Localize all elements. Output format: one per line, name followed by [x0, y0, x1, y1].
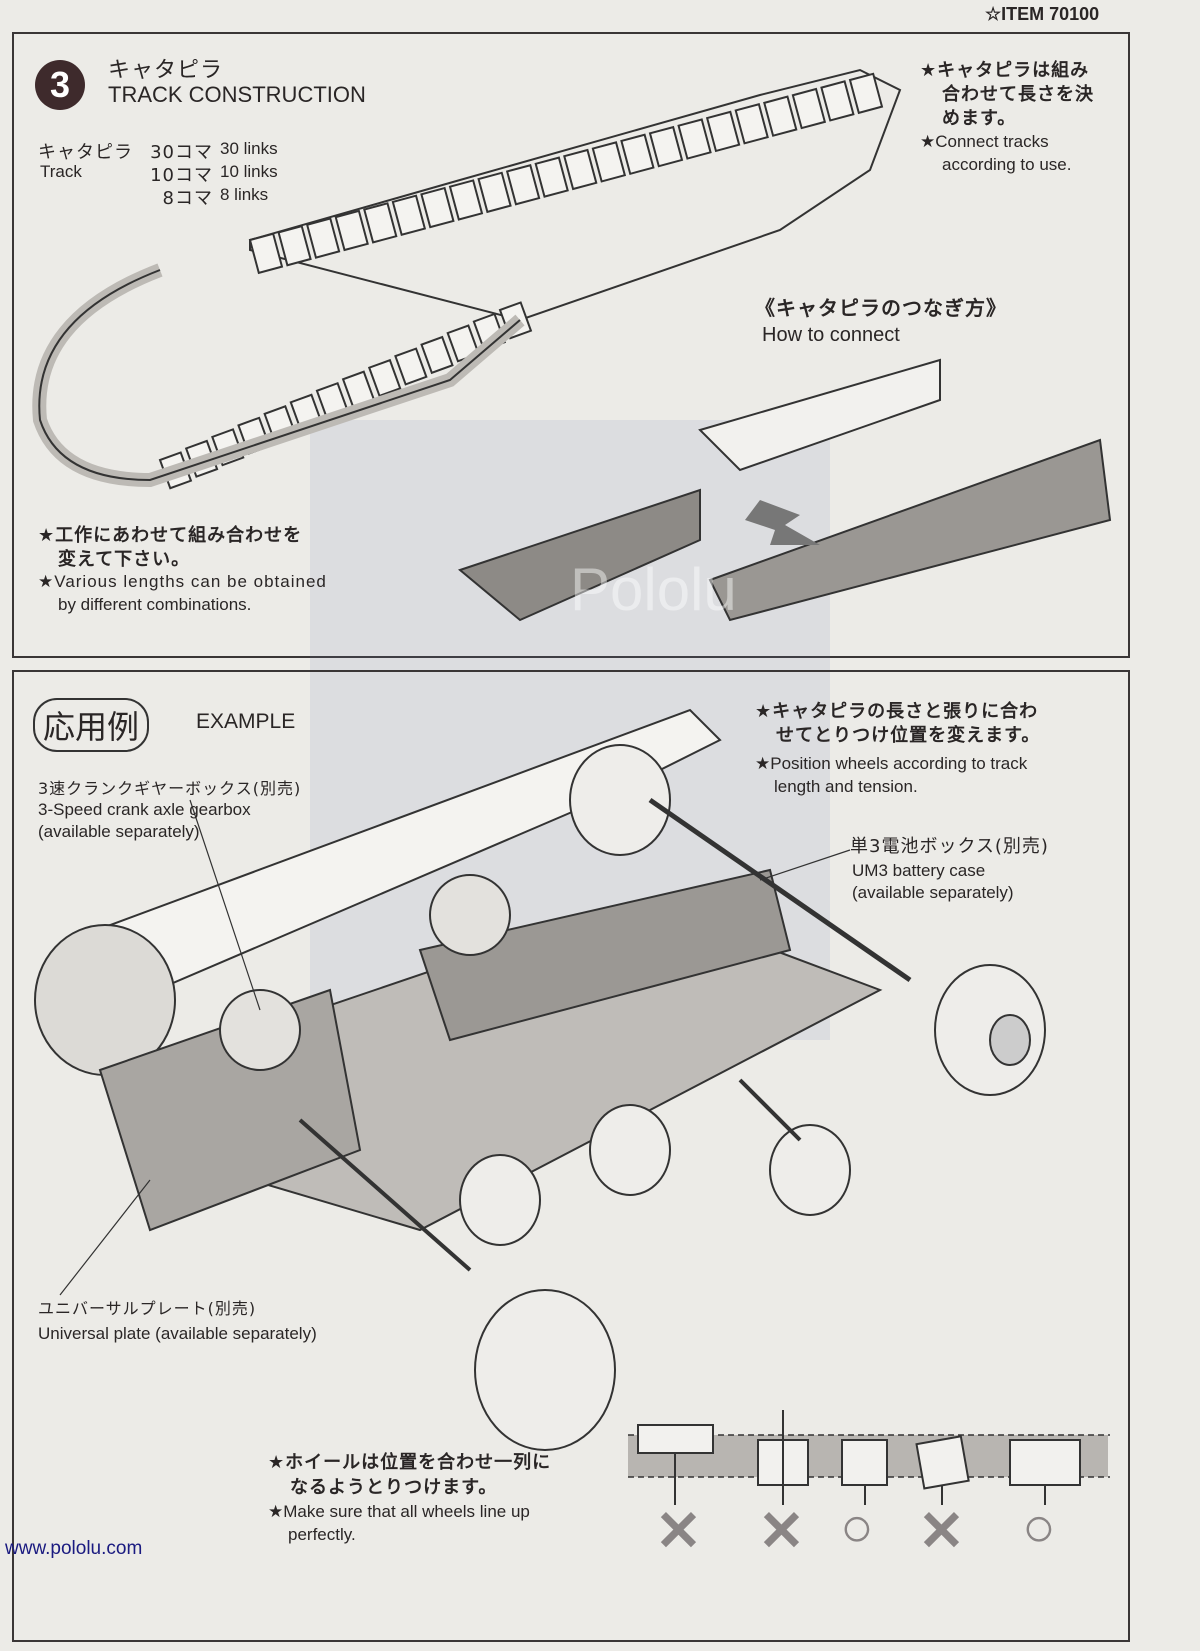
track-link — [363, 202, 398, 244]
track-link — [591, 141, 627, 183]
note-left-en: ★Various lengths can be obtained — [38, 572, 327, 591]
how-to-connect-en: How to connect — [762, 324, 900, 346]
battery-label-en: (available separately) — [852, 883, 1014, 902]
note-left-jp: 変えて下さい。 — [58, 549, 191, 570]
track-link — [848, 72, 884, 115]
track-link — [277, 224, 312, 267]
track-link — [477, 171, 512, 214]
gearbox-label-en: 3-Speed crank axle gearbox — [38, 800, 251, 819]
gearbox-label-en: (available separately) — [38, 822, 200, 841]
note-right-en: ★Connect tracks — [920, 132, 1049, 151]
track-link — [334, 209, 369, 252]
battery-label-jp: 単3電池ボックス(別売) — [850, 836, 1049, 857]
gearbox-label-jp: 3速クランクギヤーボックス(別売) — [38, 779, 302, 798]
links-row-jp: 30コマ — [150, 142, 213, 163]
links-row-jp: 10コマ — [150, 165, 213, 186]
links-row-en: 10 links — [220, 162, 278, 181]
track-link — [620, 133, 655, 176]
item-number: ☆ITEM 70100 — [985, 4, 1100, 24]
track-link — [305, 217, 341, 259]
step-number: 3 — [49, 64, 71, 105]
links-row-en: 8 links — [220, 185, 269, 204]
track-link — [705, 110, 741, 153]
track-link — [820, 80, 855, 122]
track-link — [677, 118, 712, 160]
step-number-badge: 3 — [35, 60, 85, 110]
note-top-en: ★Position wheels according to track — [755, 754, 1028, 773]
example-title-en: EXAMPLE — [196, 710, 296, 733]
battery-label-en: UM3 battery case — [852, 861, 986, 880]
links-label-en: Track — [40, 162, 82, 181]
track-link — [534, 156, 569, 198]
track-link — [420, 335, 454, 375]
step-title-jp: キャタピラ — [108, 58, 224, 83]
plate-label-en: Universal plate (available separately) — [38, 1324, 317, 1343]
note-left-jp: ★工作にあわせて組み合わせを — [38, 525, 303, 546]
footer-url: www.pololu.com — [5, 1538, 143, 1559]
links-row-jp: 8コマ — [162, 188, 213, 209]
note-right-en: according to use. — [942, 155, 1072, 174]
step-title-en: TRACK CONSTRUCTION — [108, 82, 366, 107]
note-top-jp: せてとりつけ位置を変えます。 — [776, 725, 1041, 746]
track-link — [648, 125, 684, 168]
track-link — [505, 163, 541, 206]
track-link — [367, 358, 402, 398]
track-link — [248, 232, 284, 275]
how-to-connect-jp: 《キャタピラのつなぎ方》 — [755, 296, 1007, 320]
track-connect-illustration — [457, 358, 1112, 622]
watermark-text: Pololu — [570, 556, 737, 623]
aligned-mark: ○ — [840, 1495, 874, 1558]
note-bottom-jp: なるようとりつけます。 — [290, 1477, 498, 1498]
note-bottom-en: ★Make sure that all wheels line up — [268, 1502, 530, 1521]
track-construction-panel — [12, 32, 1130, 658]
track-link — [394, 347, 428, 386]
track-link — [420, 186, 455, 229]
misaligned-mark: ✕ — [655, 1499, 702, 1562]
note-right-jp: ★キャタピラは組み — [920, 60, 1090, 81]
track-link — [448, 179, 484, 221]
note-right-jp: めます。 — [942, 108, 1017, 129]
note-top-en: length and tension. — [774, 777, 918, 796]
links-row-en: 30 links — [220, 139, 278, 158]
track-link — [734, 103, 769, 145]
track-link — [391, 194, 427, 236]
track-link — [563, 148, 598, 191]
track-link — [763, 95, 798, 137]
misaligned-mark: ✕ — [758, 1499, 805, 1562]
note-right-jp: 合わせて長さを決 — [942, 84, 1094, 105]
note-left-en: by different combinations. — [58, 595, 252, 614]
aligned-mark: ○ — [1022, 1495, 1056, 1558]
example-panel — [12, 670, 1130, 1642]
misaligned-mark: ✕ — [918, 1499, 965, 1562]
note-bottom-en: perfectly. — [288, 1525, 356, 1544]
track-link — [791, 87, 827, 130]
example-title-jp: 応用例 — [33, 698, 150, 752]
links-label-jp: キャタピラ — [38, 142, 133, 163]
chassis-illustration — [34, 708, 1046, 1451]
note-bottom-jp: ★ホイールは位置を合わせ一列に — [268, 1452, 552, 1473]
plate-label-jp: ユニバーサルプレート(別売) — [38, 1299, 257, 1318]
track-loop-illustration — [32, 68, 902, 490]
wheel-alignment-diagram — [628, 1410, 1110, 1505]
note-top-jp: ★キャタピラの長さと張りに合わ — [755, 701, 1039, 722]
